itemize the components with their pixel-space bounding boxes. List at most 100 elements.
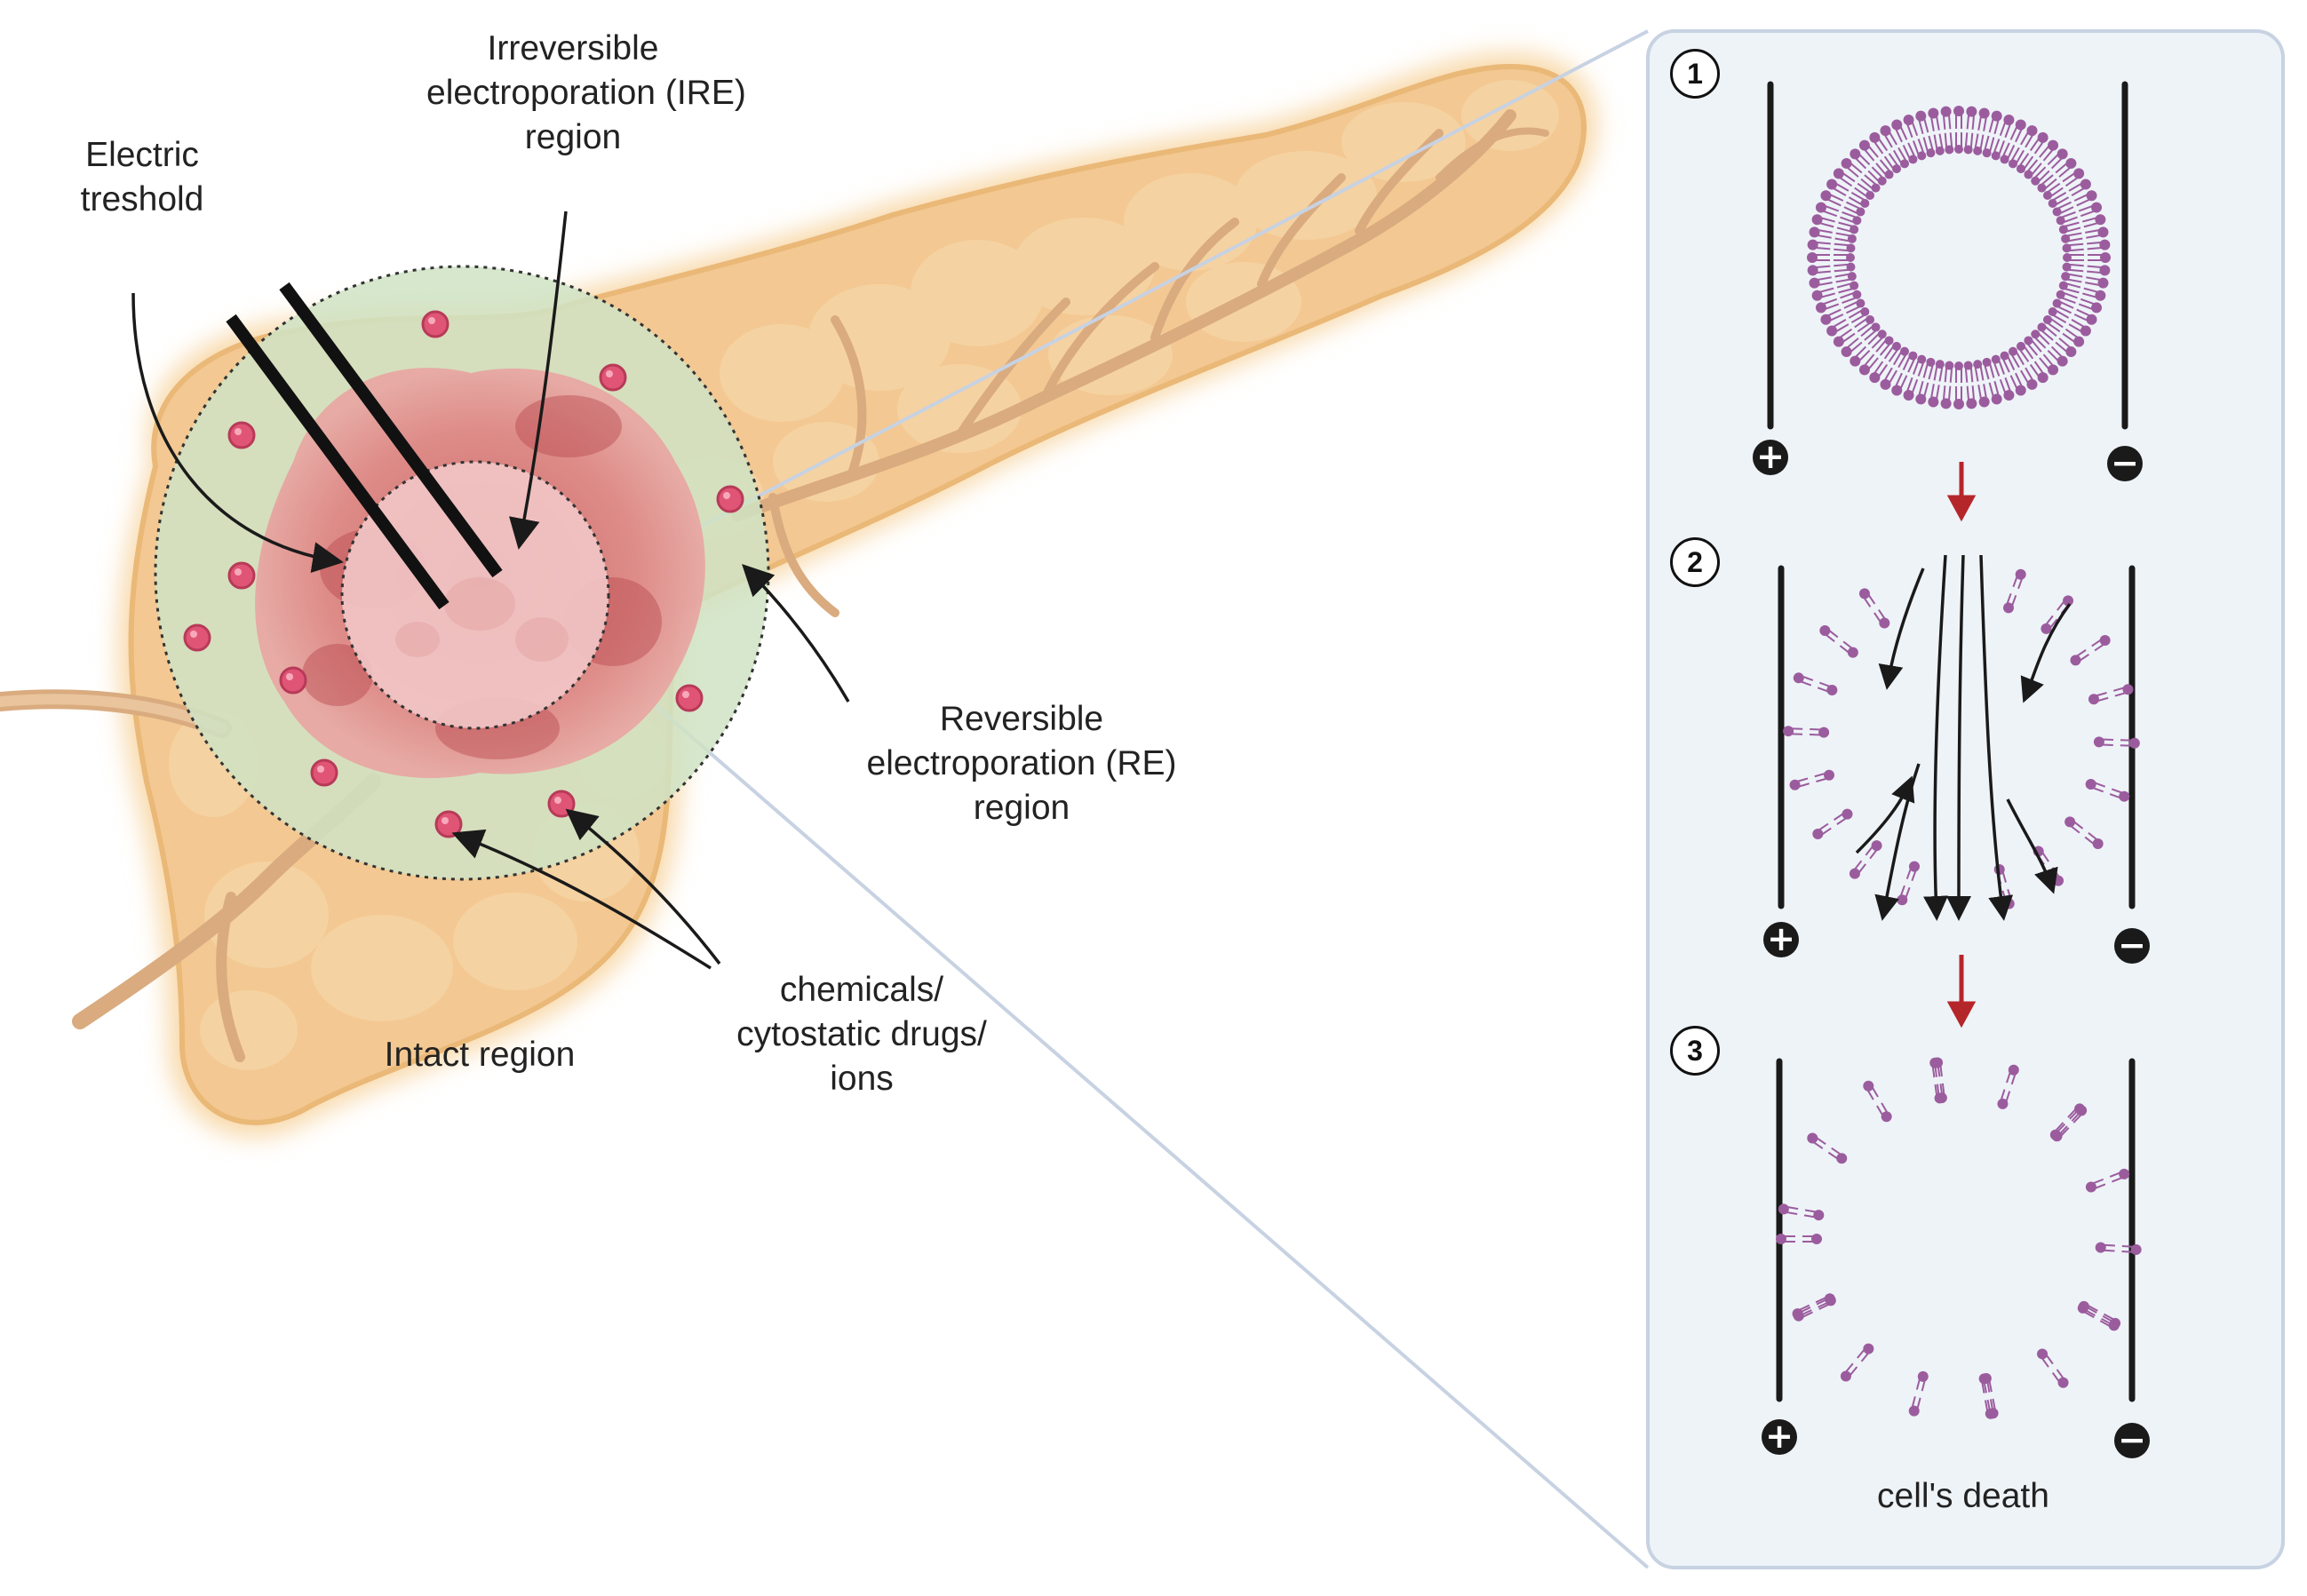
lipid-molecule bbox=[1908, 1396, 1921, 1417]
lipid-molecule bbox=[1840, 290, 1862, 304]
lipid-molecule bbox=[1883, 341, 1902, 362]
lipid-molecule bbox=[1848, 307, 1870, 323]
lipid-molecule bbox=[2020, 367, 2038, 390]
lipid-molecule bbox=[2120, 737, 2140, 749]
chemicals-label: chemicals/ cytostatic drugs/ ions bbox=[736, 971, 987, 1098]
lipid-molecule bbox=[1834, 262, 1856, 273]
lipid-molecule bbox=[2085, 226, 2109, 239]
lipid-molecule bbox=[1933, 133, 1945, 155]
lipid-molecule bbox=[1875, 159, 1894, 179]
lipid-molecule bbox=[1820, 308, 1844, 325]
lipid-molecule bbox=[1905, 861, 1920, 882]
ire-region-label: Irreversible electroporation (IRE) regio… bbox=[426, 29, 746, 156]
lipid-pair bbox=[2085, 1168, 2130, 1193]
current-arrow bbox=[1878, 568, 1925, 690]
lipid-molecule bbox=[2056, 211, 2078, 226]
lipid-molecule bbox=[1913, 354, 1927, 377]
drug-particle bbox=[547, 790, 576, 818]
lipid-molecule bbox=[1807, 239, 1831, 250]
lipid-molecule bbox=[2088, 692, 2109, 705]
lipid-molecule bbox=[2047, 148, 2068, 170]
lipid-molecule bbox=[1928, 107, 1940, 131]
drug-particle bbox=[227, 561, 256, 590]
lipid-molecule bbox=[1857, 1343, 1874, 1362]
lipid-molecule bbox=[1977, 107, 1990, 131]
current-arrow bbox=[1855, 775, 1915, 854]
lipid-molecule bbox=[1903, 377, 1919, 401]
lipid-molecule bbox=[2073, 190, 2097, 207]
lipid-molecule bbox=[1977, 384, 1990, 408]
lipid-molecule bbox=[1849, 860, 1866, 879]
current-arrow bbox=[2006, 798, 2058, 894]
lipid-molecule bbox=[2085, 779, 2106, 793]
lipid-molecule bbox=[2061, 232, 2083, 243]
lipid-molecule bbox=[1891, 372, 1908, 396]
lipid-molecule bbox=[2020, 125, 2038, 148]
lipid-molecule bbox=[1903, 114, 1919, 139]
re-arrow bbox=[742, 564, 850, 703]
lipid-molecule bbox=[1940, 106, 1952, 130]
lipid-molecule bbox=[1867, 166, 1887, 186]
intact-lipid-bilayer-cell bbox=[1807, 106, 2111, 409]
lipid-molecule bbox=[1944, 132, 1954, 155]
lipid-molecule bbox=[2009, 372, 2026, 396]
lipid-molecule bbox=[1792, 1304, 1812, 1320]
lipid-molecule bbox=[1991, 139, 2005, 161]
lipid-molecule bbox=[1954, 132, 1963, 154]
lipid-pair bbox=[1776, 1234, 1822, 1244]
current-arrow bbox=[2020, 602, 2072, 703]
lipid-pair bbox=[1812, 808, 1853, 840]
lipid-molecule bbox=[1963, 361, 1974, 383]
lipid-molecule bbox=[2009, 147, 2025, 169]
lipid-molecule bbox=[1815, 202, 1840, 218]
lipid-molecule bbox=[2016, 153, 2034, 174]
lipid-molecule bbox=[1834, 232, 1857, 243]
lipid-molecule bbox=[1928, 384, 1940, 408]
lipid-molecule bbox=[1966, 106, 1977, 130]
chemicals-arrow-1 bbox=[451, 829, 712, 970]
lipid-molecule bbox=[1834, 253, 1855, 262]
lipid-molecule bbox=[2082, 287, 2106, 301]
lipid-molecule bbox=[2058, 221, 2081, 234]
disrupted-lipid-bilayer-cell bbox=[1776, 1057, 2142, 1419]
lipid-molecule bbox=[1854, 182, 1875, 201]
lipid-molecule bbox=[1854, 314, 1875, 333]
lipid-molecule bbox=[1860, 174, 1881, 193]
ire-arrow bbox=[509, 210, 568, 550]
lipid-molecule bbox=[1811, 214, 1835, 228]
lipid-molecule bbox=[1988, 381, 2002, 405]
lipid-molecule bbox=[1834, 272, 1857, 283]
lipid-pair bbox=[1778, 1203, 1825, 1221]
lipid-molecule bbox=[2037, 174, 2057, 193]
lipid-molecule bbox=[1820, 190, 1844, 207]
lipid-molecule bbox=[2024, 159, 2042, 179]
lipid-molecule bbox=[1833, 328, 1856, 347]
lipid-molecule bbox=[1966, 385, 1977, 409]
lipid-molecule bbox=[1915, 110, 1929, 134]
lipid-molecule bbox=[2063, 253, 2084, 262]
lipid-molecule bbox=[2055, 157, 2077, 178]
lipid-molecule bbox=[2061, 272, 2083, 283]
lipid-pair bbox=[1819, 624, 1858, 658]
lipid-pair bbox=[2093, 736, 2140, 749]
lipid-pair bbox=[1840, 1343, 1874, 1382]
drug-particle bbox=[183, 623, 211, 652]
lipid-molecule bbox=[1840, 211, 1862, 226]
lipid-pair bbox=[1789, 769, 1835, 790]
lipid-molecule bbox=[1867, 330, 1887, 349]
current-arrow bbox=[1946, 554, 1972, 921]
lipid-molecule bbox=[2073, 308, 2097, 325]
drug-particle bbox=[434, 810, 463, 838]
step-number: 2 bbox=[1670, 537, 1720, 587]
chemicals-arrow-2 bbox=[565, 808, 721, 965]
drug-particles bbox=[183, 310, 744, 838]
lipid-molecule bbox=[1991, 354, 2005, 377]
lipid-pair bbox=[2003, 568, 2026, 614]
positive-electrode-icon: + bbox=[1762, 1419, 1797, 1455]
annotation-arrows bbox=[131, 210, 850, 970]
lipid-molecule bbox=[1954, 361, 1963, 383]
lipid-molecule bbox=[2068, 179, 2091, 196]
lipid-molecule bbox=[1985, 1399, 1996, 1419]
lipid-molecule bbox=[2029, 361, 2048, 384]
lipid-molecule bbox=[1902, 142, 1918, 164]
